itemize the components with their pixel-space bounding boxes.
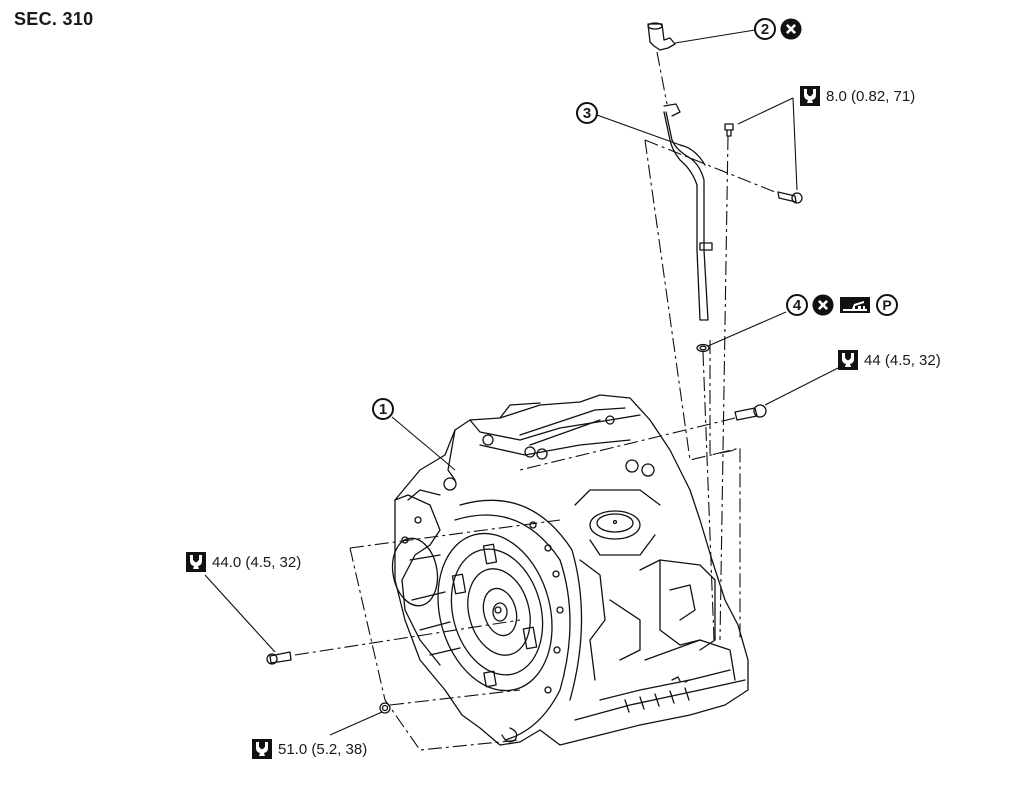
callout-2: 2	[754, 18, 802, 40]
torque-wrench-icon	[838, 350, 858, 370]
callout-number: 1	[372, 398, 394, 420]
callout-3: 3	[576, 102, 598, 124]
torque-spec: 8.0 (0.82, 71)	[800, 86, 915, 106]
callout-4: 4 P	[786, 294, 898, 316]
torque-wrench-icon	[800, 86, 820, 106]
torque-value: 44.0 (4.5, 32)	[212, 553, 302, 571]
charging-pipe-drawing	[266, 22, 803, 714]
torque-spec: 51.0 (5.2, 38)	[252, 739, 367, 759]
do-not-reuse-icon	[780, 18, 802, 40]
leader-lines	[204, 29, 839, 736]
callout-number: 2	[754, 18, 776, 40]
callout-number: 3	[576, 102, 598, 124]
assembly-lines	[294, 51, 776, 751]
torque-wrench-icon	[186, 552, 206, 572]
transaxle-body	[391, 394, 749, 746]
torque-wrench-icon	[252, 739, 272, 759]
callout-number: 4	[786, 294, 808, 316]
fluid-icon	[840, 297, 870, 313]
torque-value: 44 (4.5, 32)	[864, 351, 941, 369]
torque-spec: 44 (4.5, 32)	[838, 350, 941, 370]
section-label: SEC. 310	[14, 9, 94, 29]
torque-value: 8.0 (0.82, 71)	[826, 87, 916, 105]
torque-value: 51.0 (5.2, 38)	[278, 740, 368, 758]
petroleum-jelly-icon: P	[876, 294, 898, 316]
torque-spec: 44.0 (4.5, 32)	[186, 552, 301, 572]
do-not-reuse-icon	[812, 294, 834, 316]
callout-1: 1	[372, 398, 394, 420]
